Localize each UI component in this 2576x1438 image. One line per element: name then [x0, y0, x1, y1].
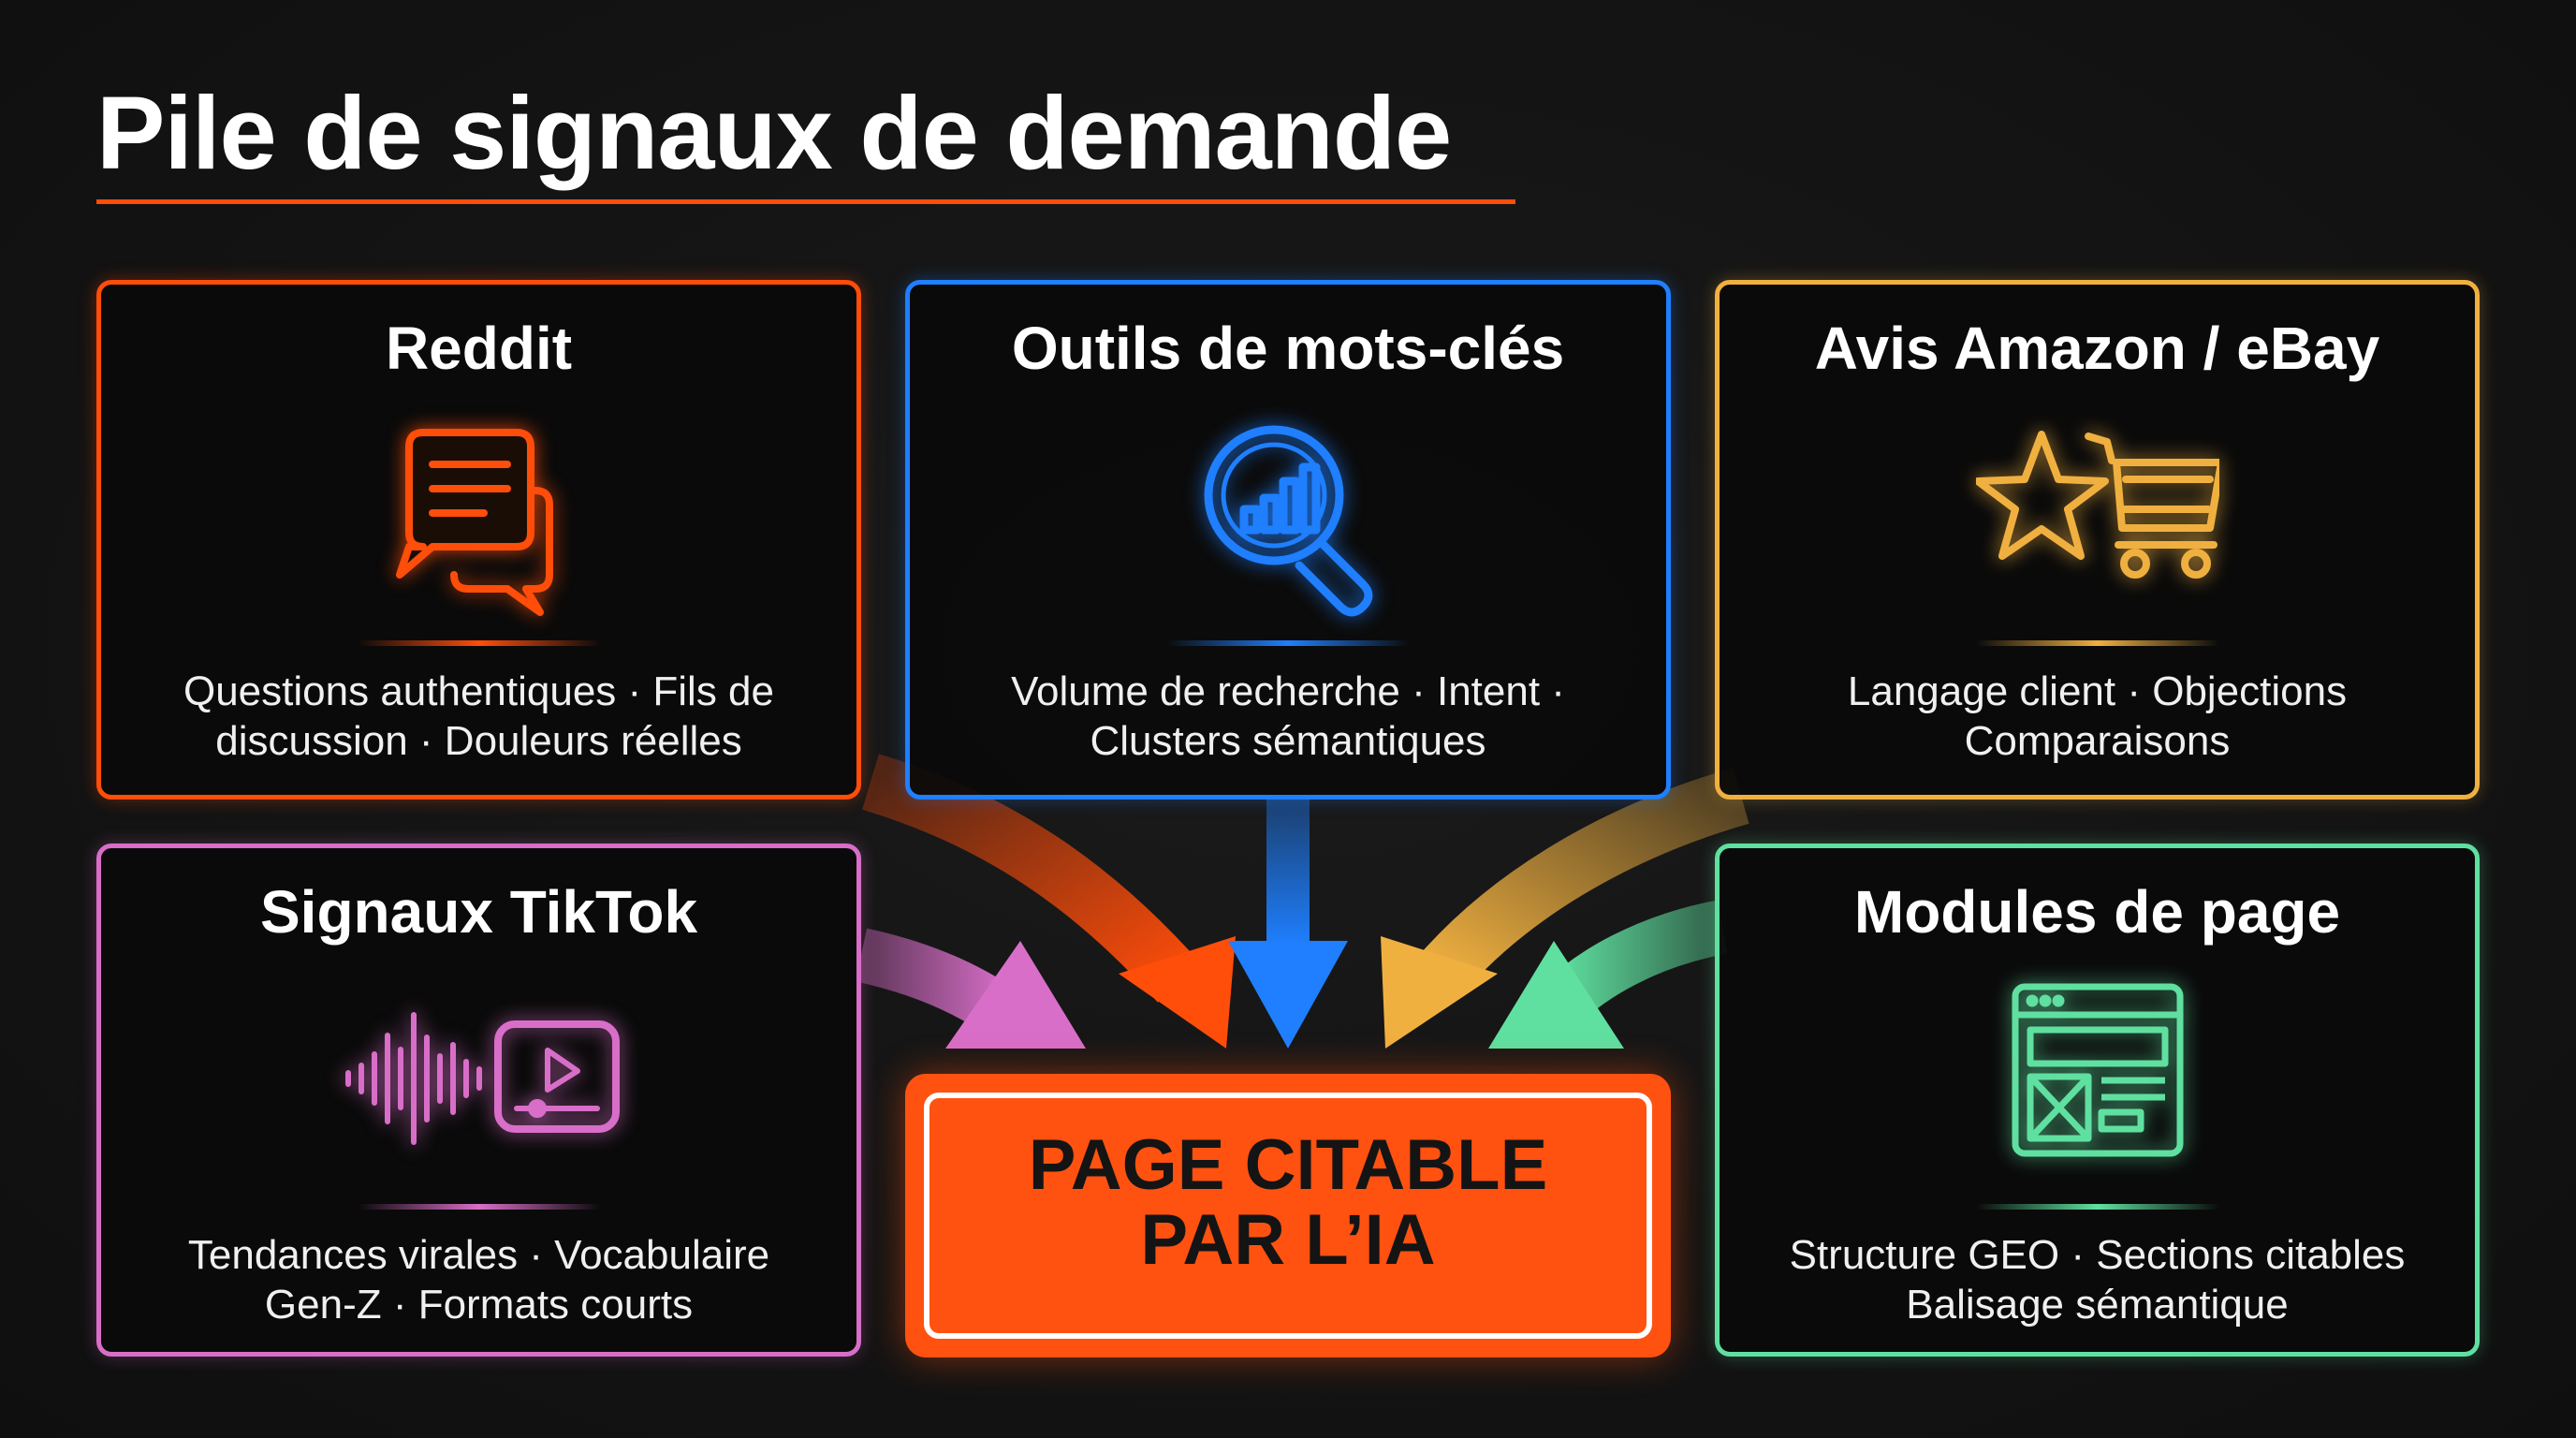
card-page-modules: Modules de page [1715, 844, 2480, 1357]
card-title: Modules de page [1853, 878, 2341, 946]
desc-line: Balisage sémantique [1906, 1282, 2289, 1328]
card-tiktok: Signaux TikTok [96, 844, 861, 1357]
card-separator [1166, 640, 1410, 646]
webpage-layout-icon [1976, 979, 2219, 1185]
card-reddit: Reddit Questions authentiques · Fils de … [96, 280, 861, 800]
desc-line: Structure GEO · Sections citables [1789, 1232, 2406, 1278]
ai-citable-page-box: PAGE CITABLE PAR L’IA [905, 1074, 1671, 1357]
center-label-line: PAGE CITABLE [1028, 1125, 1548, 1205]
card-reviews: Avis Amazon / eBay Langage client · Obje… [1715, 280, 2480, 800]
arrow-keywords [1228, 796, 1348, 1049]
card-description: Questions authentiques · Fils de discuss… [120, 667, 838, 766]
desc-line: Comparaisons [1964, 718, 2231, 764]
card-separator [1975, 640, 2219, 646]
arrow-reviews [1381, 768, 1749, 1049]
card-title: Reddit [385, 315, 573, 382]
desc-line: discussion · Douleurs réelles [215, 718, 742, 764]
title-underline [96, 199, 1515, 204]
magnifier-chart-icon [1166, 416, 1410, 622]
card-separator [1975, 1204, 2219, 1210]
card-separator [357, 1204, 601, 1210]
desc-line: Langage client · Objections [1847, 668, 2348, 714]
desc-line: Volume de recherche · Intent · [1011, 668, 1565, 714]
desc-line: Gen-Z · Formats courts [264, 1282, 694, 1328]
audio-video-icon [344, 979, 620, 1185]
desc-line: Tendances virales · Vocabulaire [187, 1232, 770, 1278]
desc-line: Clusters sémantiques [1090, 718, 1486, 764]
arrow-reddit [862, 754, 1236, 1049]
page-title: Pile de signaux de demande [96, 76, 1452, 191]
card-separator [357, 640, 601, 646]
card-title: Signaux TikTok [259, 878, 698, 946]
arrow-modules [1488, 900, 1728, 1049]
card-description: Volume de recherche · Intent · Clusters … [929, 667, 1647, 766]
center-inner-border [924, 1093, 1652, 1339]
center-label-line: PAR L’IA [1140, 1200, 1436, 1280]
arrow-tiktok [855, 928, 1086, 1049]
chat-bubbles-icon [358, 416, 601, 622]
card-description: Structure GEO · Sections citables Balisa… [1738, 1230, 2456, 1329]
card-keyword-tools: Outils de mots-clés Volume de recherche … [905, 280, 1671, 800]
card-title: Outils de mots-clés [1011, 315, 1565, 382]
card-description: Langage client · Objections Comparaisons [1738, 667, 2456, 766]
star-cart-icon [1973, 416, 2225, 622]
center-label: PAGE CITABLE PAR L’IA [905, 1128, 1671, 1278]
desc-line: Questions authentiques · Fils de [183, 668, 775, 714]
card-description: Tendances virales · Vocabulaire Gen-Z · … [120, 1230, 838, 1329]
card-title: Avis Amazon / eBay [1814, 315, 2380, 382]
